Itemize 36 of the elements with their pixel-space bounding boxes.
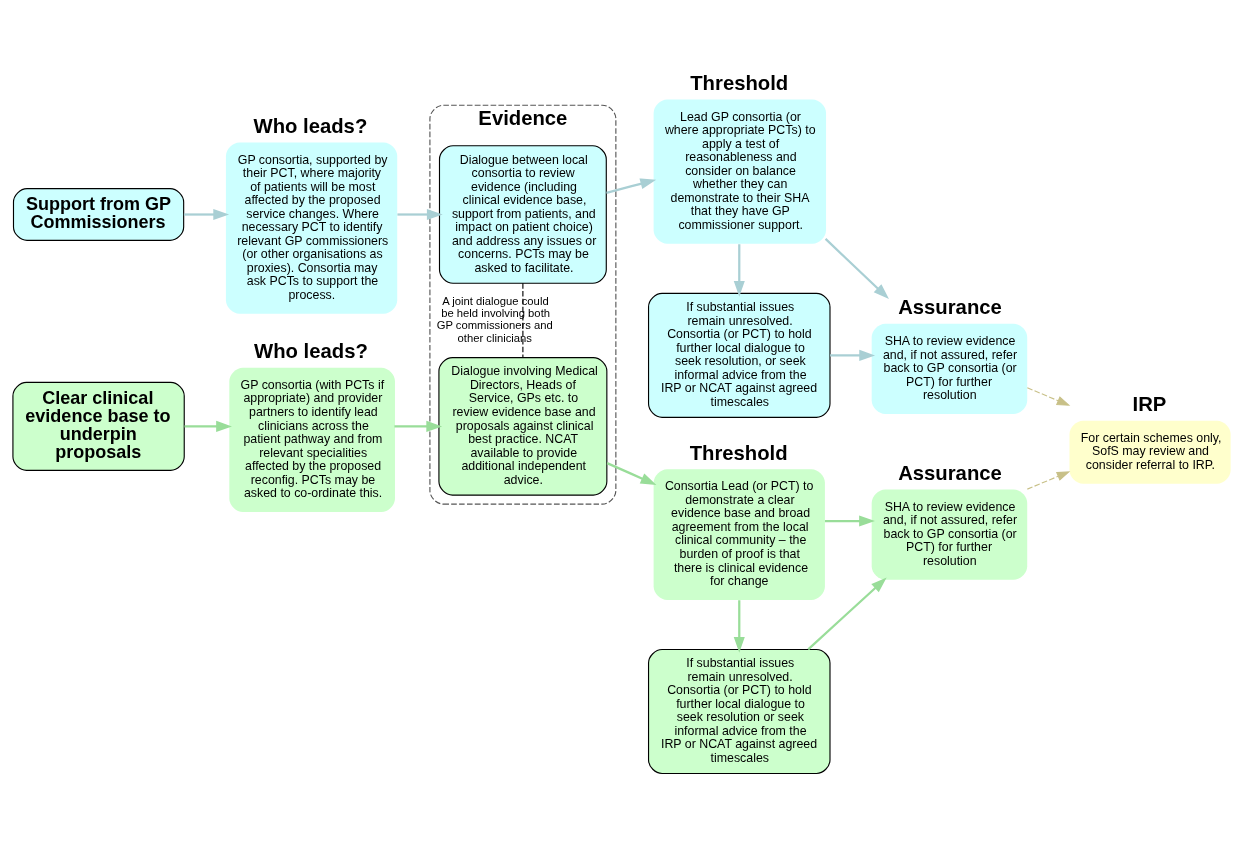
arrow — [394, 420, 443, 432]
node-box: SHA to review evidence and, if not assured, refer back to GP consortia (or PCT) for further resolution — [871, 489, 1028, 580]
node-label: IRP — [1132, 393, 1167, 416]
node-box: Clear clinical evidence base to underpin proposals — [12, 381, 185, 471]
node-box: If substantial issues remain unresolved. Consortia (or PCT) to hold further local dialogue to seek resolution or seek informal advice from the IRP or NCAT against agreed timescales — [648, 648, 831, 775]
connector — [522, 282, 524, 359]
node-box: Dialogue involving Medical Directors, Heads of Service, GPs etc. to review evidence base and proposals against clinical best practice. NCAT available to provide additional independent advice. — [438, 357, 608, 496]
node-box: Dialogue between local consortia to review evidence (including clinical evidence base, support from patients, and impact on patient choice) and address any issues or concerns. PCTs may be asked to facilitate. — [438, 145, 607, 284]
node-box: Lead GP consortia (or where appropriate PCTs) to apply a test of reasonableness and consider on balance whether they can demonstrate to their SHA that they have GP commissioner support. — [653, 99, 827, 244]
arrow — [824, 515, 875, 527]
node-box: SHA to review evidence and, if not assured, refer back to GP consortia (or PCT) for further resolution — [871, 323, 1028, 414]
node-label: Who leads? — [254, 340, 368, 363]
arrow — [1026, 471, 1071, 490]
arrow — [606, 178, 657, 194]
arrow — [733, 600, 745, 653]
node-box: If substantial issues remain unresolved. Consortia (or PCT) to hold further local dialogue to seek resolution, or seek informal advice from the IRP or NCAT against agreed timescales — [648, 292, 831, 418]
node-box: GP consortia (with PCTs if appropriate) and provider partners to identify lead clinicians across the patient pathway and from relevant specialities affected by the proposed reconfig. PCTs may be asked to co-ordinate this. — [229, 367, 395, 513]
arrow — [184, 420, 232, 432]
node-label: Assurance — [898, 296, 1002, 319]
node-label: Assurance — [898, 461, 1002, 484]
arrow — [606, 462, 657, 485]
node-box: For certain schemes only, SofS may review and consider referral to IRP. — [1069, 420, 1231, 484]
edge-label: A joint dialogue could be held involving both GP commissioners and other clinicians — [436, 294, 553, 344]
node-box: Consortia Lead (or PCT) to demonstrate a clear evidence base and broad agreement from the local clinical community – the burden of proof is that there is clinical evidence for change — [653, 469, 825, 600]
node-label: Threshold — [690, 71, 789, 94]
node-label: Threshold — [689, 441, 788, 464]
arrow — [183, 208, 230, 221]
arrow — [397, 208, 443, 221]
node-box: GP consortia, supported by their PCT, where majority of patients will be most affected by the proposed service changes. Where necessary PCT to identify relevant GP commissioners (or other organisations as proxies). Consortia may ask PCTs to support the process. — [225, 142, 398, 314]
arrow — [733, 244, 745, 297]
node-box: Support from GP Commissioners — [12, 188, 185, 241]
arrow — [1026, 387, 1071, 406]
arrow — [830, 349, 876, 361]
node-label: Who leads? — [253, 114, 368, 137]
arrow — [807, 577, 887, 651]
arrow — [824, 238, 889, 300]
